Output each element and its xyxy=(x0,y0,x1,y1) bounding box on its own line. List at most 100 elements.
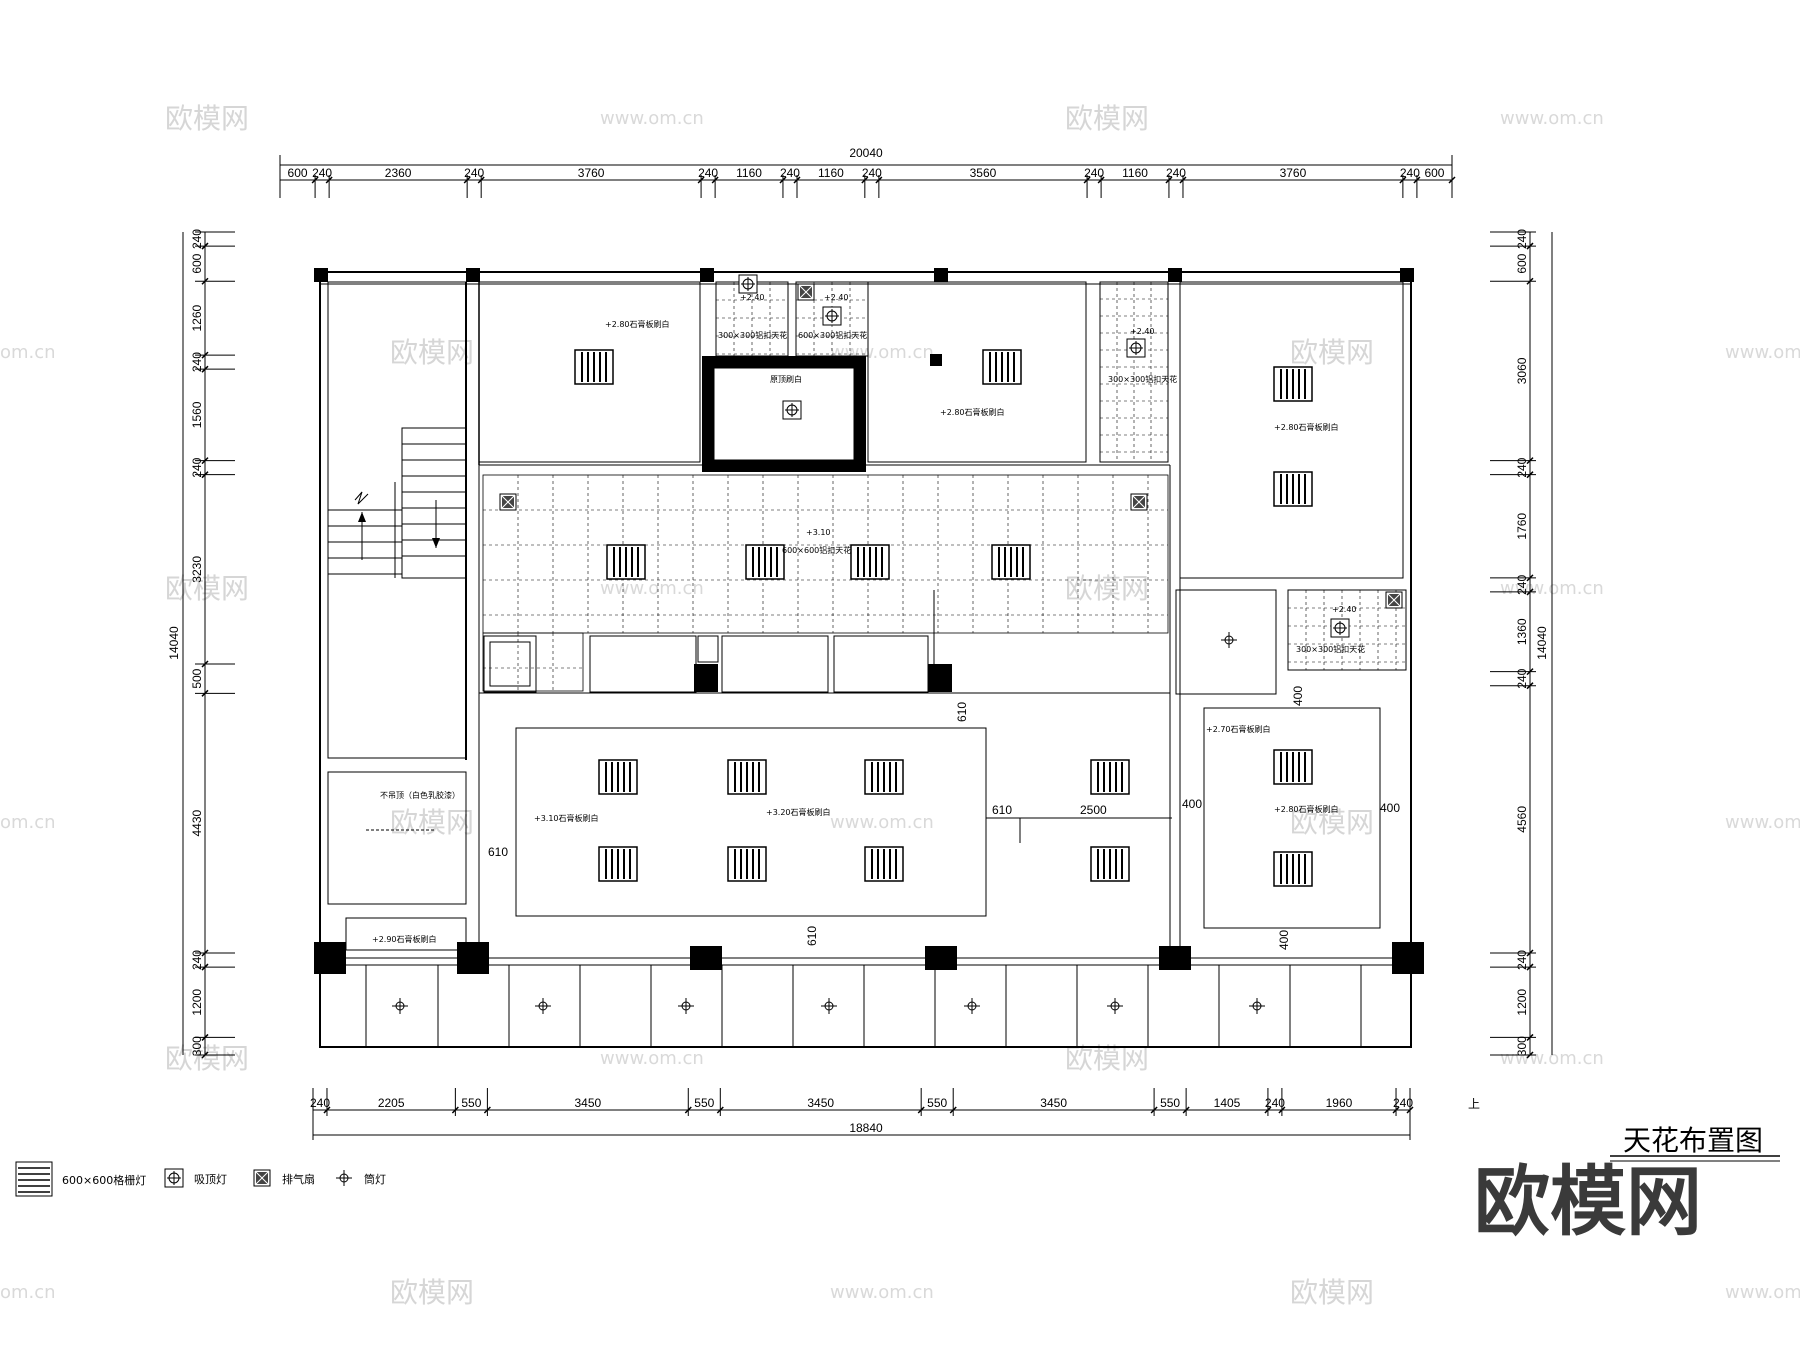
dimension-left: 240 xyxy=(190,352,204,372)
dimension-right: 240 xyxy=(1515,668,1529,688)
exhaust-fan-icon xyxy=(1385,591,1403,609)
downlight-icon xyxy=(677,997,695,1015)
downlight-icon xyxy=(1248,997,1266,1015)
grille-light-icon xyxy=(745,544,785,580)
right-dimension-chain: 14040 2406003060240176024013602404560240… xyxy=(1490,229,1553,1059)
downlight-icon xyxy=(335,1169,353,1187)
dimension-top: 1160 xyxy=(736,166,762,180)
level-marker: 上 xyxy=(1468,1097,1480,1111)
dimension-top: 240 xyxy=(1400,166,1420,180)
watermark-url: www.om.cn xyxy=(1725,1282,1800,1303)
watermark-logo: 欧模网 xyxy=(165,102,249,135)
ceiling-light-icon xyxy=(782,400,802,420)
room-labels: +2.80石膏板刷白 +2.80石膏板刷白 +2.80石膏板刷白 原顶刷白 +2… xyxy=(366,293,1365,944)
room-label: 300×300铝扣天花 xyxy=(1296,644,1365,654)
grille-light-icon xyxy=(1273,366,1313,402)
room-label: +2.80石膏板刷白 xyxy=(605,319,670,329)
inner-dimension: 610 xyxy=(488,845,508,859)
downlight-icon xyxy=(1220,631,1238,649)
room-label: +2.90石膏板刷白 xyxy=(372,934,437,944)
watermark-url: www.om.cn xyxy=(1725,812,1800,833)
left-dimension-chain: 14040 2406001260240156024032305004430240… xyxy=(167,229,235,1059)
dimension-left: 500 xyxy=(190,668,204,688)
grid-ceilings xyxy=(482,281,1407,692)
dimension-right: 1200 xyxy=(1515,989,1529,1016)
room-label: +2.80石膏板刷白 xyxy=(1274,804,1339,814)
watermark-logo: 欧模网 xyxy=(390,1276,474,1309)
watermark-url: om.cn xyxy=(0,1282,56,1303)
legend-item: 排气扇 xyxy=(253,1169,315,1187)
dimension-bottom: 550 xyxy=(927,1096,947,1110)
room-label: +2.40 xyxy=(1332,605,1357,614)
building-outline xyxy=(319,271,1412,1048)
inner-dimension: 400 xyxy=(1277,930,1291,950)
room-label: +3.20石膏板刷白 xyxy=(766,807,831,817)
inner-dimension: 610 xyxy=(955,702,969,722)
grille-light-icon xyxy=(727,846,767,882)
inner-dimension: 610 xyxy=(992,803,1012,817)
ceiling-light-icon xyxy=(164,1168,184,1188)
dimension-right: 600 xyxy=(1515,253,1529,273)
room-label: +2.40 xyxy=(1130,327,1155,336)
inner-dimension: 610 xyxy=(805,926,819,946)
legend-item: 筒灯 xyxy=(335,1169,386,1187)
dimension-right: 1360 xyxy=(1515,618,1529,645)
watermark-logo: 欧模网 xyxy=(1065,572,1149,605)
inner-dimension: 400 xyxy=(1182,797,1202,811)
legend-item: 600×600格栅灯 xyxy=(15,1161,146,1197)
inner-dimension: 2500 xyxy=(1080,803,1107,817)
exhaust-fan-icon xyxy=(797,283,815,301)
dimension-top: 240 xyxy=(698,166,718,180)
legend-label: 600×600格栅灯 xyxy=(62,1173,146,1187)
dimension-top: 600 xyxy=(288,166,308,180)
watermark-url: www.om.cn xyxy=(830,1282,934,1303)
watermark-logo: 欧模网 xyxy=(1290,336,1374,369)
dimension-left: 240 xyxy=(190,950,204,970)
dimension-bottom: 550 xyxy=(1160,1096,1180,1110)
room-label: 600×600铝扣天花 xyxy=(782,545,851,555)
dimension-left: 300 xyxy=(190,1036,204,1056)
grille-light-icon xyxy=(864,759,904,795)
room-label: +2.70石膏板刷白 xyxy=(1206,724,1271,734)
downlight-icon xyxy=(963,997,981,1015)
watermark-url: www.om.cn xyxy=(830,812,934,833)
watermark-url: www.om.cn xyxy=(600,1048,704,1069)
grille-light-icon xyxy=(1090,759,1130,795)
grille-light-icon xyxy=(1090,846,1130,882)
dimension-bottom: 3450 xyxy=(807,1096,834,1110)
legend-label: 筒灯 xyxy=(364,1172,386,1186)
watermark-url: om.cn xyxy=(0,812,56,833)
inner-dimension: 400 xyxy=(1380,801,1400,815)
watermark-url: www.om.cn xyxy=(1500,108,1604,129)
dimension-total-right: 14040 xyxy=(1535,626,1549,660)
grille-light-icon xyxy=(598,846,638,882)
downlight-icon xyxy=(534,997,552,1015)
grille-light-icon xyxy=(982,349,1022,385)
grille-light-icon xyxy=(1273,749,1313,785)
dimension-top: 240 xyxy=(1084,166,1104,180)
watermark-logo: 欧模网 xyxy=(390,336,474,369)
room-label: 不吊顶（白色乳胶漆） xyxy=(380,790,460,800)
room-label: +3.10 xyxy=(806,528,831,537)
structural-columns xyxy=(314,268,1424,974)
watermark-url: om.cn xyxy=(0,342,56,363)
dimension-right: 3060 xyxy=(1515,357,1529,384)
dimension-total-top: 20040 xyxy=(849,146,883,160)
dimension-bottom: 240 xyxy=(1265,1096,1285,1110)
room-label: +2.80石膏板刷白 xyxy=(1274,422,1339,432)
downlight-icon xyxy=(1106,997,1124,1015)
legend-label: 吸顶灯 xyxy=(194,1173,227,1186)
downlight-icon xyxy=(820,997,838,1015)
legend: 600×600格栅灯 吸顶灯 排气扇 筒灯 xyxy=(15,1161,386,1197)
dimension-top: 1160 xyxy=(1122,166,1148,180)
dimension-right: 240 xyxy=(1515,575,1529,595)
room-label: +2.40 xyxy=(824,293,849,302)
grille-light-icon xyxy=(574,349,614,385)
dimension-top: 3760 xyxy=(578,166,605,180)
dimension-bottom: 240 xyxy=(310,1096,330,1110)
grille-light-icon xyxy=(1273,851,1313,887)
downlight-icon xyxy=(391,997,409,1015)
dimension-left: 4430 xyxy=(190,809,204,836)
grille-light-icon xyxy=(727,759,767,795)
